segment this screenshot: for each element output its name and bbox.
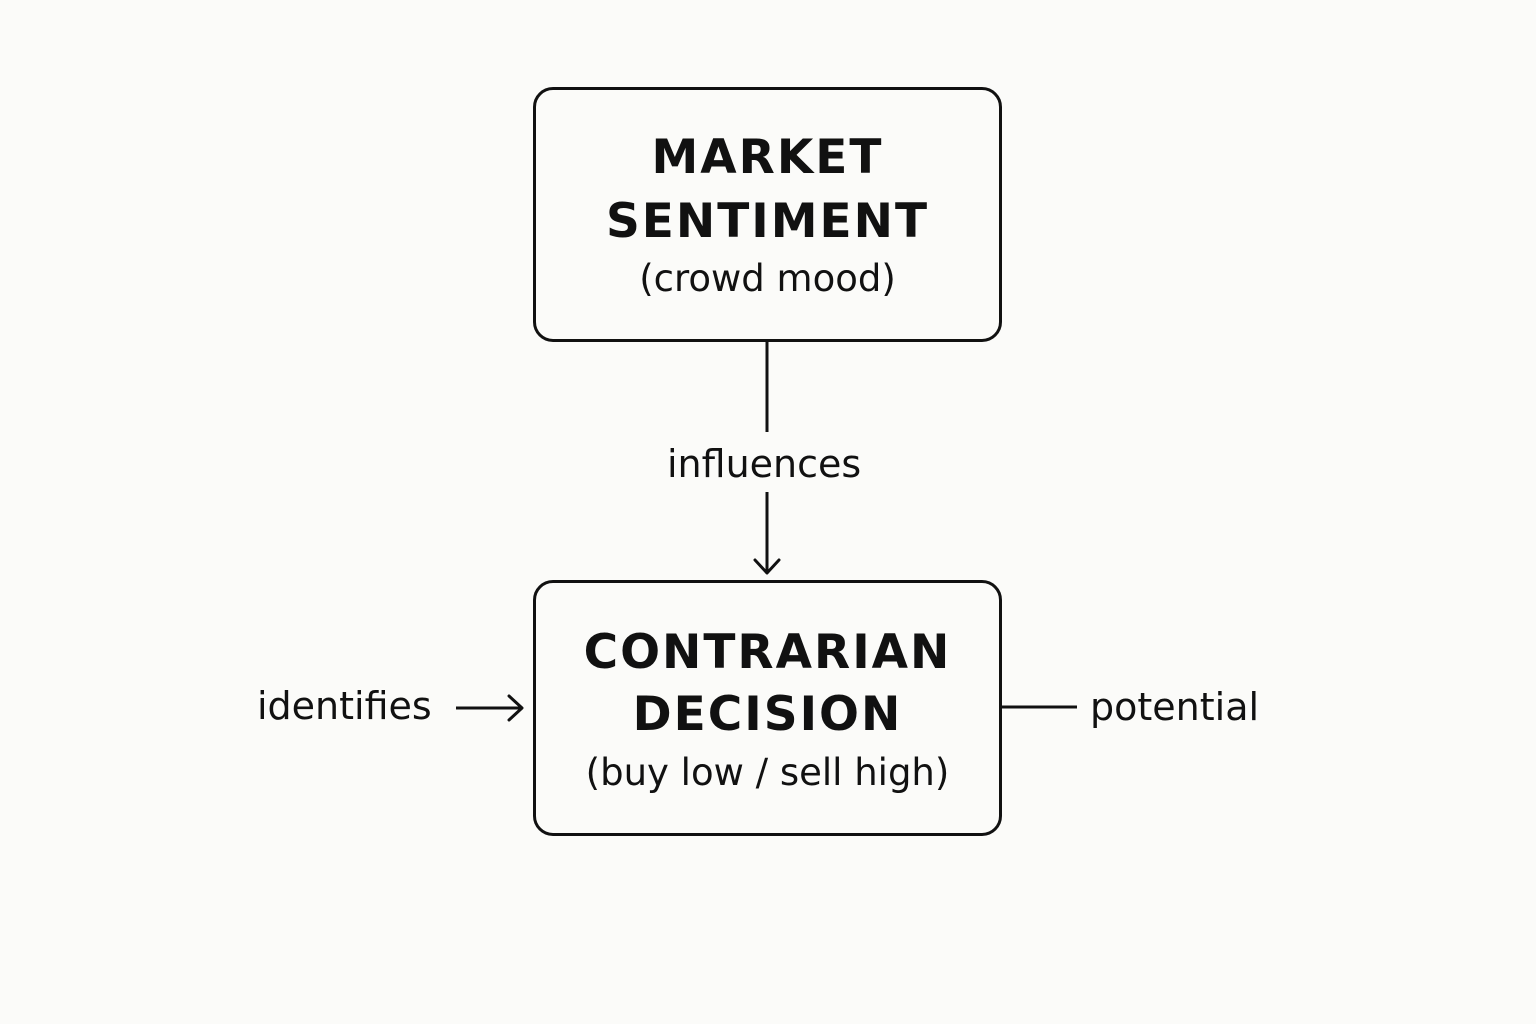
market-sentiment-subtitle: (crowd mood): [639, 257, 896, 300]
contrarian-decision-subtitle: (buy low / sell high): [585, 751, 950, 794]
identifies-label: identifies: [257, 684, 432, 728]
contrarian-decision-title-line2: DECISION: [632, 687, 903, 742]
market-sentiment-node: MARKET SENTIMENT (crowd mood): [533, 87, 1002, 342]
contrarian-decision-node: CONTRARIAN DECISION (buy low / sell high…: [533, 580, 1002, 836]
potential-label: potential: [1090, 685, 1260, 729]
contrarian-decision-title-line1: CONTRARIAN: [583, 625, 952, 680]
influences-label: influences: [667, 442, 862, 486]
identifies-arrowhead: [507, 694, 524, 722]
influences-arrowhead: [753, 558, 781, 575]
market-sentiment-title-line2: SENTIMENT: [605, 194, 930, 249]
market-sentiment-title-line1: MARKET: [651, 130, 884, 185]
